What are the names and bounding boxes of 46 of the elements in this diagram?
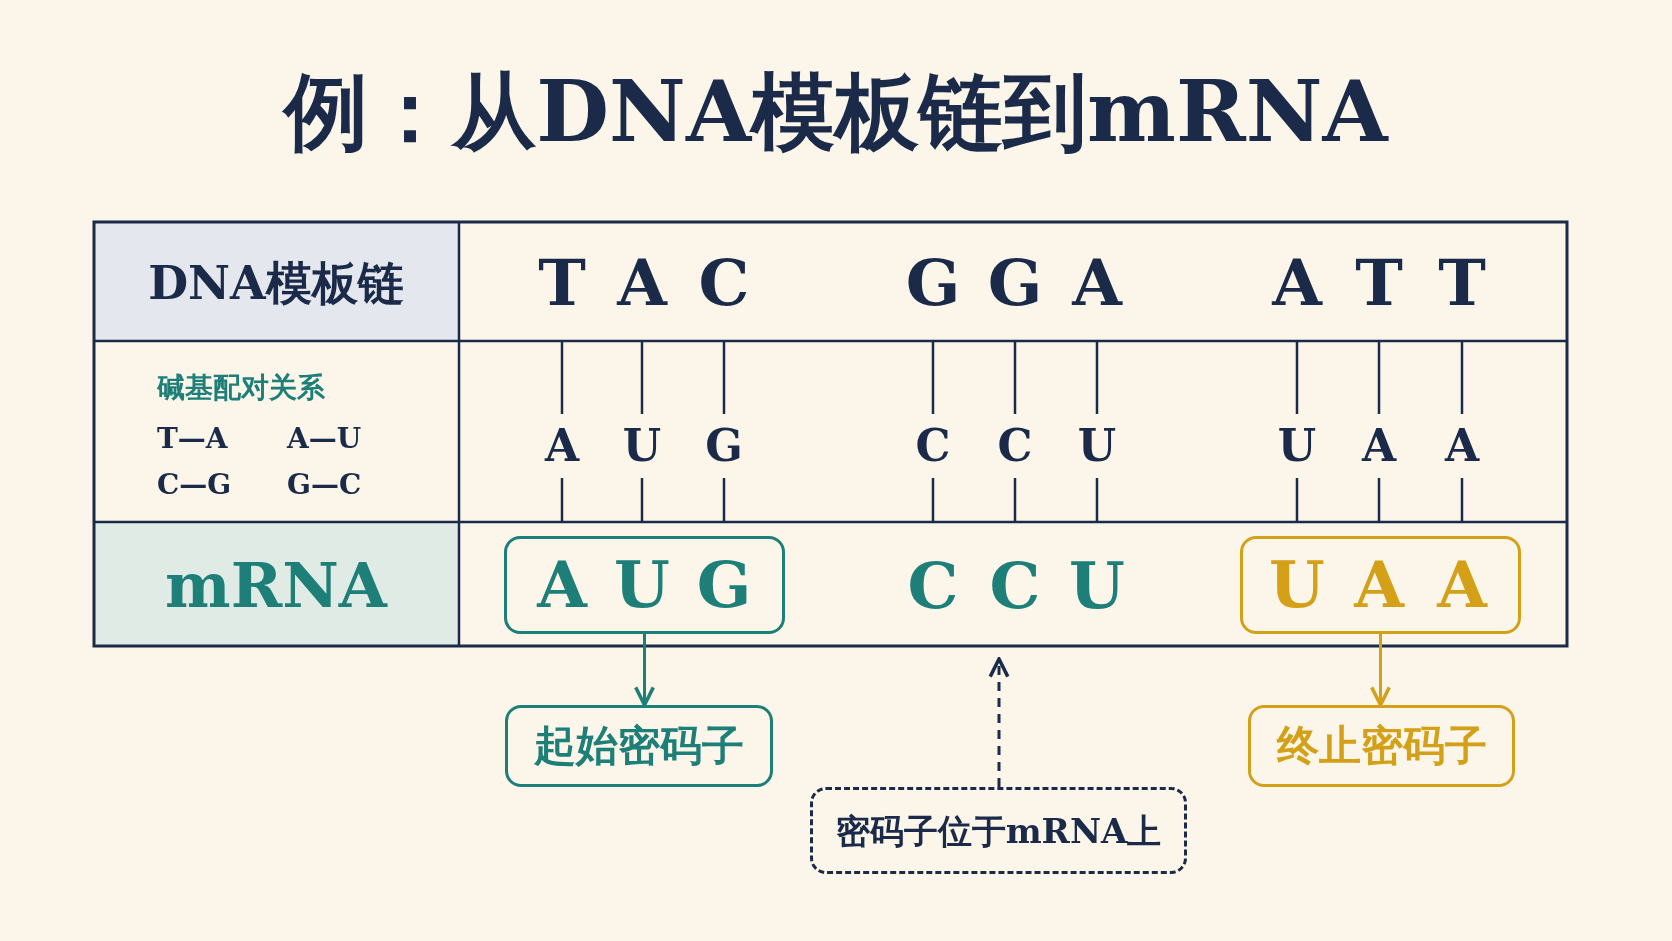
box-label: 起始密码子 <box>534 725 744 767</box>
base-letter: C <box>915 424 951 468</box>
arrow <box>633 634 656 707</box>
base-letter: U <box>1277 424 1317 468</box>
arrow <box>988 657 1010 787</box>
codon-letter: U <box>614 553 670 617</box>
base-pair-rule: C—G <box>157 471 232 499</box>
codon-letter: A <box>537 553 587 617</box>
codon-letter: A <box>1437 553 1487 617</box>
base-letter: U <box>622 424 662 468</box>
base-letter: A <box>1444 424 1480 468</box>
arrow <box>1369 634 1392 707</box>
callout-box <box>1248 705 1515 787</box>
note-box <box>810 787 1187 874</box>
base-letter: T <box>538 251 586 315</box>
codon-box <box>504 536 785 634</box>
callout-box <box>505 705 773 787</box>
base-letter: U <box>1077 424 1117 468</box>
base-letter: A <box>617 251 667 315</box>
base-letter: A <box>1361 424 1397 468</box>
base-letter: C <box>698 251 750 315</box>
row-header: DNA模板链 <box>148 260 404 306</box>
base-letter: C <box>907 554 959 618</box>
title: 例：从DNA模板链到mRNA <box>284 70 1388 154</box>
base-letter: G <box>705 424 743 468</box>
codon-letter: A <box>1354 553 1404 617</box>
base-pair-rule: G—C <box>287 471 362 499</box>
base-letter: A <box>544 424 580 468</box>
base-letter: U <box>1069 554 1125 618</box>
base-letter: T <box>1438 251 1486 315</box>
base-letter: G <box>987 251 1043 315</box>
base-letter: C <box>989 554 1041 618</box>
row-header: mRNA <box>165 555 387 617</box>
codon-letter: U <box>1269 553 1325 617</box>
note-heading: 碱基配对关系 <box>157 374 325 402</box>
codon-letter: G <box>696 553 752 617</box>
base-pair-rule: A—U <box>287 425 362 453</box>
base-letter: A <box>1072 251 1122 315</box>
base-letter: A <box>1272 251 1322 315</box>
base-letter: T <box>1355 251 1403 315</box>
codon-box <box>1240 536 1521 634</box>
box-label: 密码子位于mRNA上 <box>835 813 1162 848</box>
box-label: 终止密码子 <box>1276 725 1487 767</box>
base-pair-rule: T—A <box>157 425 228 453</box>
base-letter: G <box>905 251 961 315</box>
base-letter: C <box>997 424 1033 468</box>
